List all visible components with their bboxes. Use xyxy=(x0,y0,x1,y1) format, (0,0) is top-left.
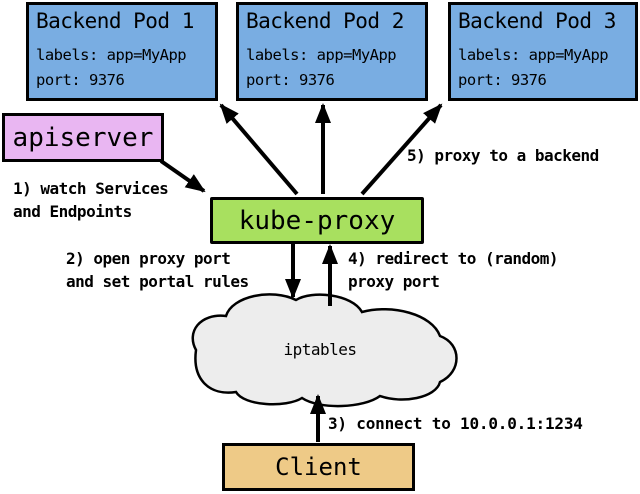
annotation-step1: 1) watch Services and Endpoints xyxy=(13,179,169,221)
pod-labels: labels: app=MyApp xyxy=(458,46,609,64)
pod-labels: labels: app=MyApp xyxy=(246,46,397,64)
pod-title: Backend Pod 1 xyxy=(36,9,194,33)
annotation-step4: 4) redirect to (random) proxy port xyxy=(348,249,559,291)
backend-pod-2-box: Backend Pod 2 labels: app=MyApp port: 93… xyxy=(236,2,428,101)
apiserver-label: apiserver xyxy=(12,122,154,153)
arrow-proxy-backend-3 xyxy=(360,103,443,196)
pod-labels: labels: app=MyApp xyxy=(36,46,187,64)
kube-proxy-box: kube-proxy xyxy=(210,197,424,244)
annotation-step3: 3) connect to 10.0.0.1:1234 xyxy=(328,414,583,433)
kube-proxy-label: kube-proxy xyxy=(238,205,396,236)
backend-pod-1-box: Backend Pod 1 labels: app=MyApp port: 93… xyxy=(26,2,218,101)
pod-port: port: 9376 xyxy=(36,71,125,89)
iptables-label: iptables xyxy=(283,340,357,359)
arrow-watch-services xyxy=(159,159,206,193)
annotation-step5: 5) proxy to a backend xyxy=(407,146,599,165)
pod-port: port: 9376 xyxy=(246,71,335,89)
client-label: Client xyxy=(275,453,362,481)
arrow-proxy-backend-1 xyxy=(219,103,299,196)
pod-port: port: 9376 xyxy=(458,71,547,89)
apiserver-box: apiserver xyxy=(2,113,164,162)
pod-title: Backend Pod 2 xyxy=(246,9,404,33)
annotation-step2: 2) open proxy port and set portal rules xyxy=(66,249,249,291)
pod-title: Backend Pod 3 xyxy=(458,9,616,33)
backend-pod-3-box: Backend Pod 3 labels: app=MyApp port: 93… xyxy=(448,2,638,101)
iptables-cloud xyxy=(191,293,458,408)
client-box: Client xyxy=(222,443,415,491)
